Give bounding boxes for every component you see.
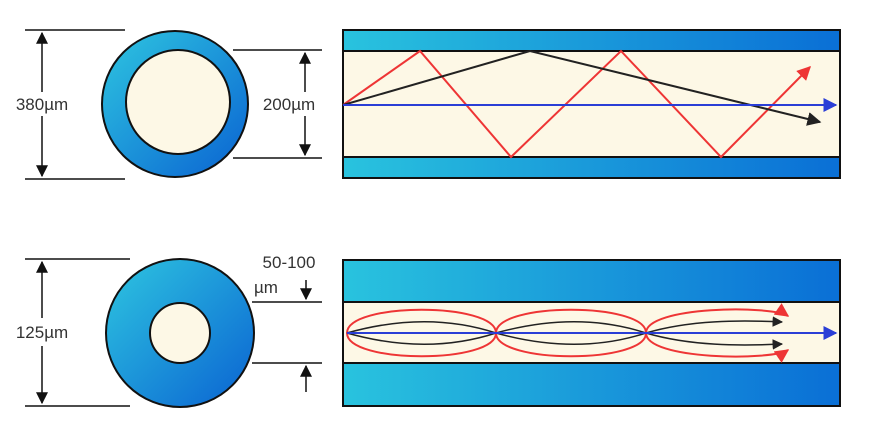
top-outer-label: 380µm bbox=[16, 95, 68, 114]
bottom-longitudinal-view bbox=[342, 259, 841, 407]
top-core-dimension: 200µm bbox=[233, 49, 322, 159]
top-longitudinal-view bbox=[342, 29, 841, 179]
bottom-red-ray-end-upper bbox=[645, 303, 790, 334]
top-outer-dimension: 380µm bbox=[16, 29, 125, 180]
top-fiber-section: 380µm 200µm bbox=[16, 29, 841, 180]
bottom-core-label-line2: µm bbox=[254, 278, 278, 297]
bottom-core-dimension: 50-100 µm bbox=[252, 253, 322, 392]
bottom-core-circle bbox=[149, 302, 211, 364]
bottom-red-ray-end-lower bbox=[645, 332, 790, 363]
bottom-outer-dimension: 125µm bbox=[16, 258, 130, 407]
bottom-fiber-section: 125µm 50-100 µm bbox=[16, 253, 841, 408]
bottom-cross-section bbox=[105, 258, 255, 408]
top-black-ray bbox=[342, 49, 822, 126]
bottom-black-ray-lower bbox=[346, 332, 784, 350]
bottom-core-label-line1: 50-100 bbox=[263, 253, 316, 272]
top-core-label: 200µm bbox=[263, 95, 315, 114]
bottom-black-ray-upper bbox=[346, 316, 784, 334]
top-cross-section bbox=[101, 30, 249, 178]
top-core-circle bbox=[125, 49, 231, 155]
bottom-outer-label: 125µm bbox=[16, 323, 68, 342]
